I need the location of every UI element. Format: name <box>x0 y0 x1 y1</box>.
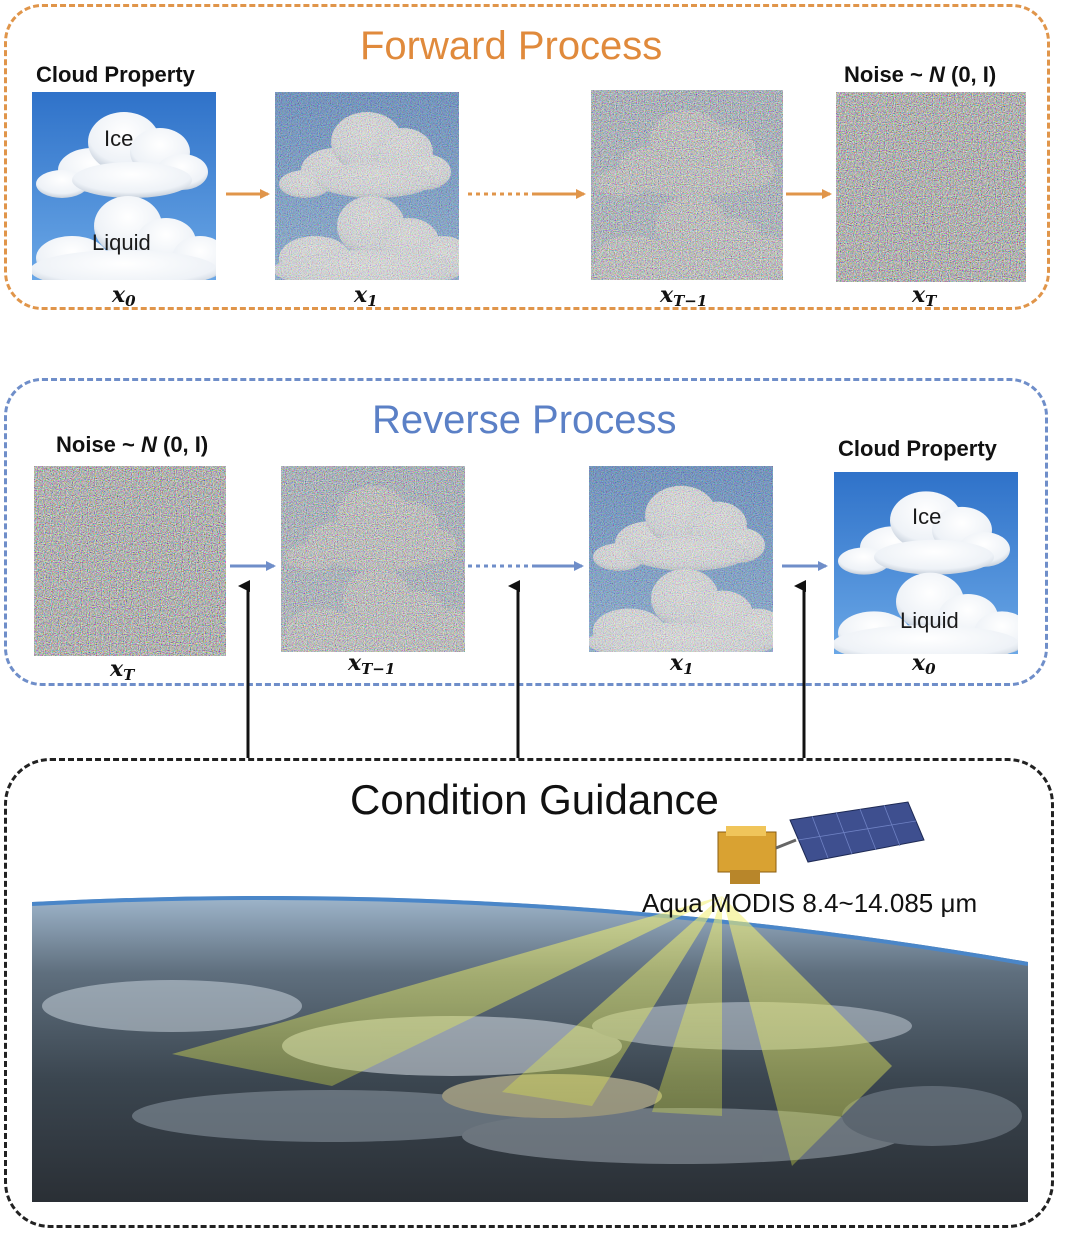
forward-label-xt: xT <box>912 282 936 310</box>
liquid-label: Liquid <box>92 230 151 256</box>
ice-label: Ice <box>104 126 133 152</box>
forward-label-x1: x1 <box>354 282 378 310</box>
forward-x1-noisy-image <box>275 92 459 280</box>
satellite-icon <box>712 800 926 890</box>
forward-x0-cloud-image: Ice Liquid <box>32 92 216 280</box>
forward-label-x0: x0 <box>112 282 136 310</box>
forward-xt-1-noisy-image <box>591 90 783 280</box>
reverse-x1-noisy-image <box>589 466 773 652</box>
earth-observation-image <box>32 896 1028 1202</box>
ice-label: Ice <box>912 504 941 530</box>
reverse-label-xt-1: xT−1 <box>348 650 395 678</box>
forward-xt-noise-image <box>836 92 1026 282</box>
reverse-xt-noise-image <box>34 466 226 656</box>
forward-process-title: Forward Process <box>360 24 662 69</box>
reverse-cloud-property-caption: Cloud Property <box>838 436 997 462</box>
condition-guidance-title: Condition Guidance <box>350 776 719 824</box>
reverse-process-title: Reverse Process <box>372 398 677 443</box>
reverse-label-x1: x1 <box>670 650 694 678</box>
forward-noise-caption: Noise ~ N (0, I) <box>844 62 996 88</box>
reverse-x0-cloud-image: Ice Liquid <box>834 472 1018 654</box>
reverse-label-x0: x0 <box>912 650 936 678</box>
forward-label-xt-1: xT−1 <box>660 282 707 310</box>
liquid-label: Liquid <box>900 608 959 634</box>
reverse-label-xt: xT <box>110 656 134 684</box>
reverse-noise-caption: Noise ~ N (0, I) <box>56 432 208 458</box>
instrument-label: Aqua MODIS 8.4~14.085 μm <box>642 888 977 919</box>
reverse-xt-1-noisy-image <box>281 466 465 652</box>
forward-cloud-property-caption: Cloud Property <box>36 62 195 88</box>
